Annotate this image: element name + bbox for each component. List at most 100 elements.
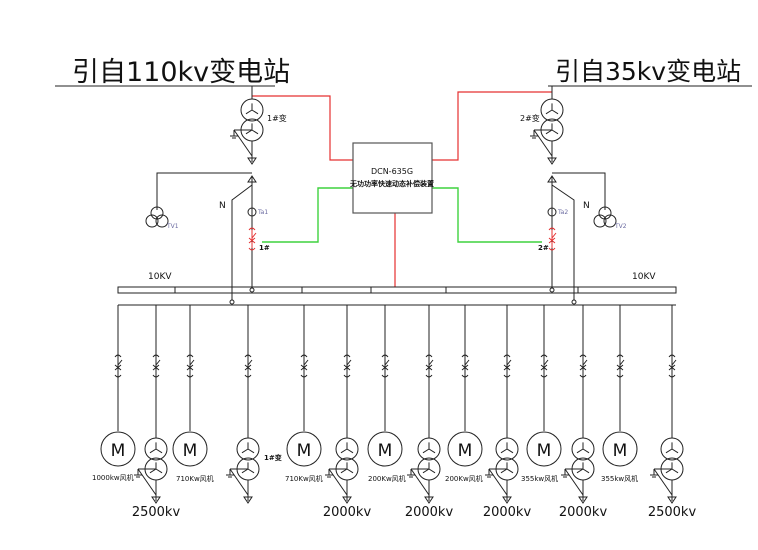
ground-icon [230, 129, 253, 157]
transformer-rating: 2000kv [323, 505, 372, 520]
wye-symbol [665, 462, 679, 474]
device-model: DCN-635G [371, 167, 413, 176]
ct-icon [247, 207, 257, 217]
tv-label: TV2 [614, 223, 627, 230]
feeder: M 710Kw风机 [172, 305, 214, 483]
motor-label: 200Kw风机 [445, 474, 483, 483]
breaker-icon [186, 354, 195, 378]
wye-symbol [340, 442, 354, 454]
motor-symbol: M [378, 441, 393, 461]
arrow-icon [243, 480, 253, 504]
ground-icon [226, 468, 249, 496]
motor-symbol: M [613, 441, 628, 461]
wye-symbol [545, 123, 559, 135]
feeder: 2500kv [132, 305, 181, 520]
pt-icon [145, 214, 159, 228]
wye-symbol [422, 462, 436, 474]
motor-icon [367, 431, 403, 467]
ground-icon [407, 468, 430, 496]
winding-circle [417, 437, 441, 461]
motor-icon [602, 431, 638, 467]
device-name: 无功功率快速动态补偿装置 [349, 179, 434, 188]
n-label: N [219, 201, 226, 211]
breaker-icon [114, 354, 123, 378]
left-source-title: 引自110kv变电站 [72, 57, 290, 88]
winding-circle [240, 98, 264, 122]
motor-symbol: M [537, 441, 552, 461]
wye-symbol [340, 462, 354, 474]
transformer-label: 1#变 [264, 453, 282, 462]
junction [249, 287, 255, 293]
pt-line [156, 172, 252, 210]
bus-label-left: 10KV [148, 272, 172, 282]
motor-icon [172, 431, 208, 467]
transformer-rating: 2500kv [132, 505, 181, 520]
left-power-line [252, 95, 353, 161]
pt-icon [155, 214, 169, 228]
pt-icon [150, 206, 164, 220]
breaker-icon [300, 354, 309, 378]
breaker-icon [503, 354, 512, 378]
wye-symbol [576, 462, 590, 474]
ct-icon [547, 207, 557, 217]
ground-icon [530, 129, 553, 157]
transformer-label: 1#变 [267, 113, 287, 123]
breaker-label: 2# [538, 244, 549, 252]
pt-icon [598, 206, 612, 220]
arrow-icon [151, 480, 161, 504]
right-source-title: 引自35kv变电站 [555, 57, 741, 86]
motor-label: 355kw风机 [601, 474, 638, 483]
winding-circle [335, 437, 359, 461]
motor-symbol: M [183, 441, 198, 461]
wye-symbol [576, 442, 590, 454]
ct-label: Ta1 [257, 209, 268, 216]
wye-symbol [241, 462, 255, 474]
ground-icon [325, 468, 348, 496]
right-power-line [432, 91, 552, 161]
wye-symbol [245, 103, 259, 115]
ground-icon [485, 468, 508, 496]
winding-circle [495, 437, 519, 461]
n-switch [551, 184, 575, 300]
bus-10kv [117, 286, 677, 294]
compensation-device [352, 142, 433, 214]
feeder: 2000kv [483, 305, 532, 520]
wye-symbol [149, 442, 163, 454]
arrow-icon [547, 141, 557, 165]
tv-label: TV1 [166, 223, 179, 230]
breaker-icon [548, 227, 557, 251]
n-label: N [583, 201, 590, 211]
wye-symbol [149, 462, 163, 474]
feeder: 1#变 [226, 305, 282, 504]
wye-symbol [422, 442, 436, 454]
motor-label: 710Kw风机 [176, 474, 214, 483]
transformer-rating: 2000kv [405, 505, 454, 520]
breaker-icon [244, 354, 253, 378]
breaker-icon [152, 354, 161, 378]
motor-symbol: M [297, 441, 312, 461]
right-signal-line [432, 187, 542, 243]
breaker-icon [540, 354, 549, 378]
pt-line [552, 172, 606, 210]
arrow-icon [342, 480, 352, 504]
transformer-label: 2#变 [520, 113, 540, 123]
breaker-icon [461, 354, 470, 378]
transformer-rating: 2000kv [483, 505, 532, 520]
breaker-icon [616, 354, 625, 378]
winding-circle [540, 98, 564, 122]
winding-circle [571, 437, 595, 461]
wye-symbol [245, 123, 259, 135]
wye-symbol [665, 442, 679, 454]
transformer-rating: 2000kv [559, 505, 608, 520]
feeder: 2000kv [559, 305, 608, 520]
breaker-icon [343, 354, 352, 378]
arrow-icon [247, 141, 257, 165]
winding-circle [236, 437, 260, 461]
